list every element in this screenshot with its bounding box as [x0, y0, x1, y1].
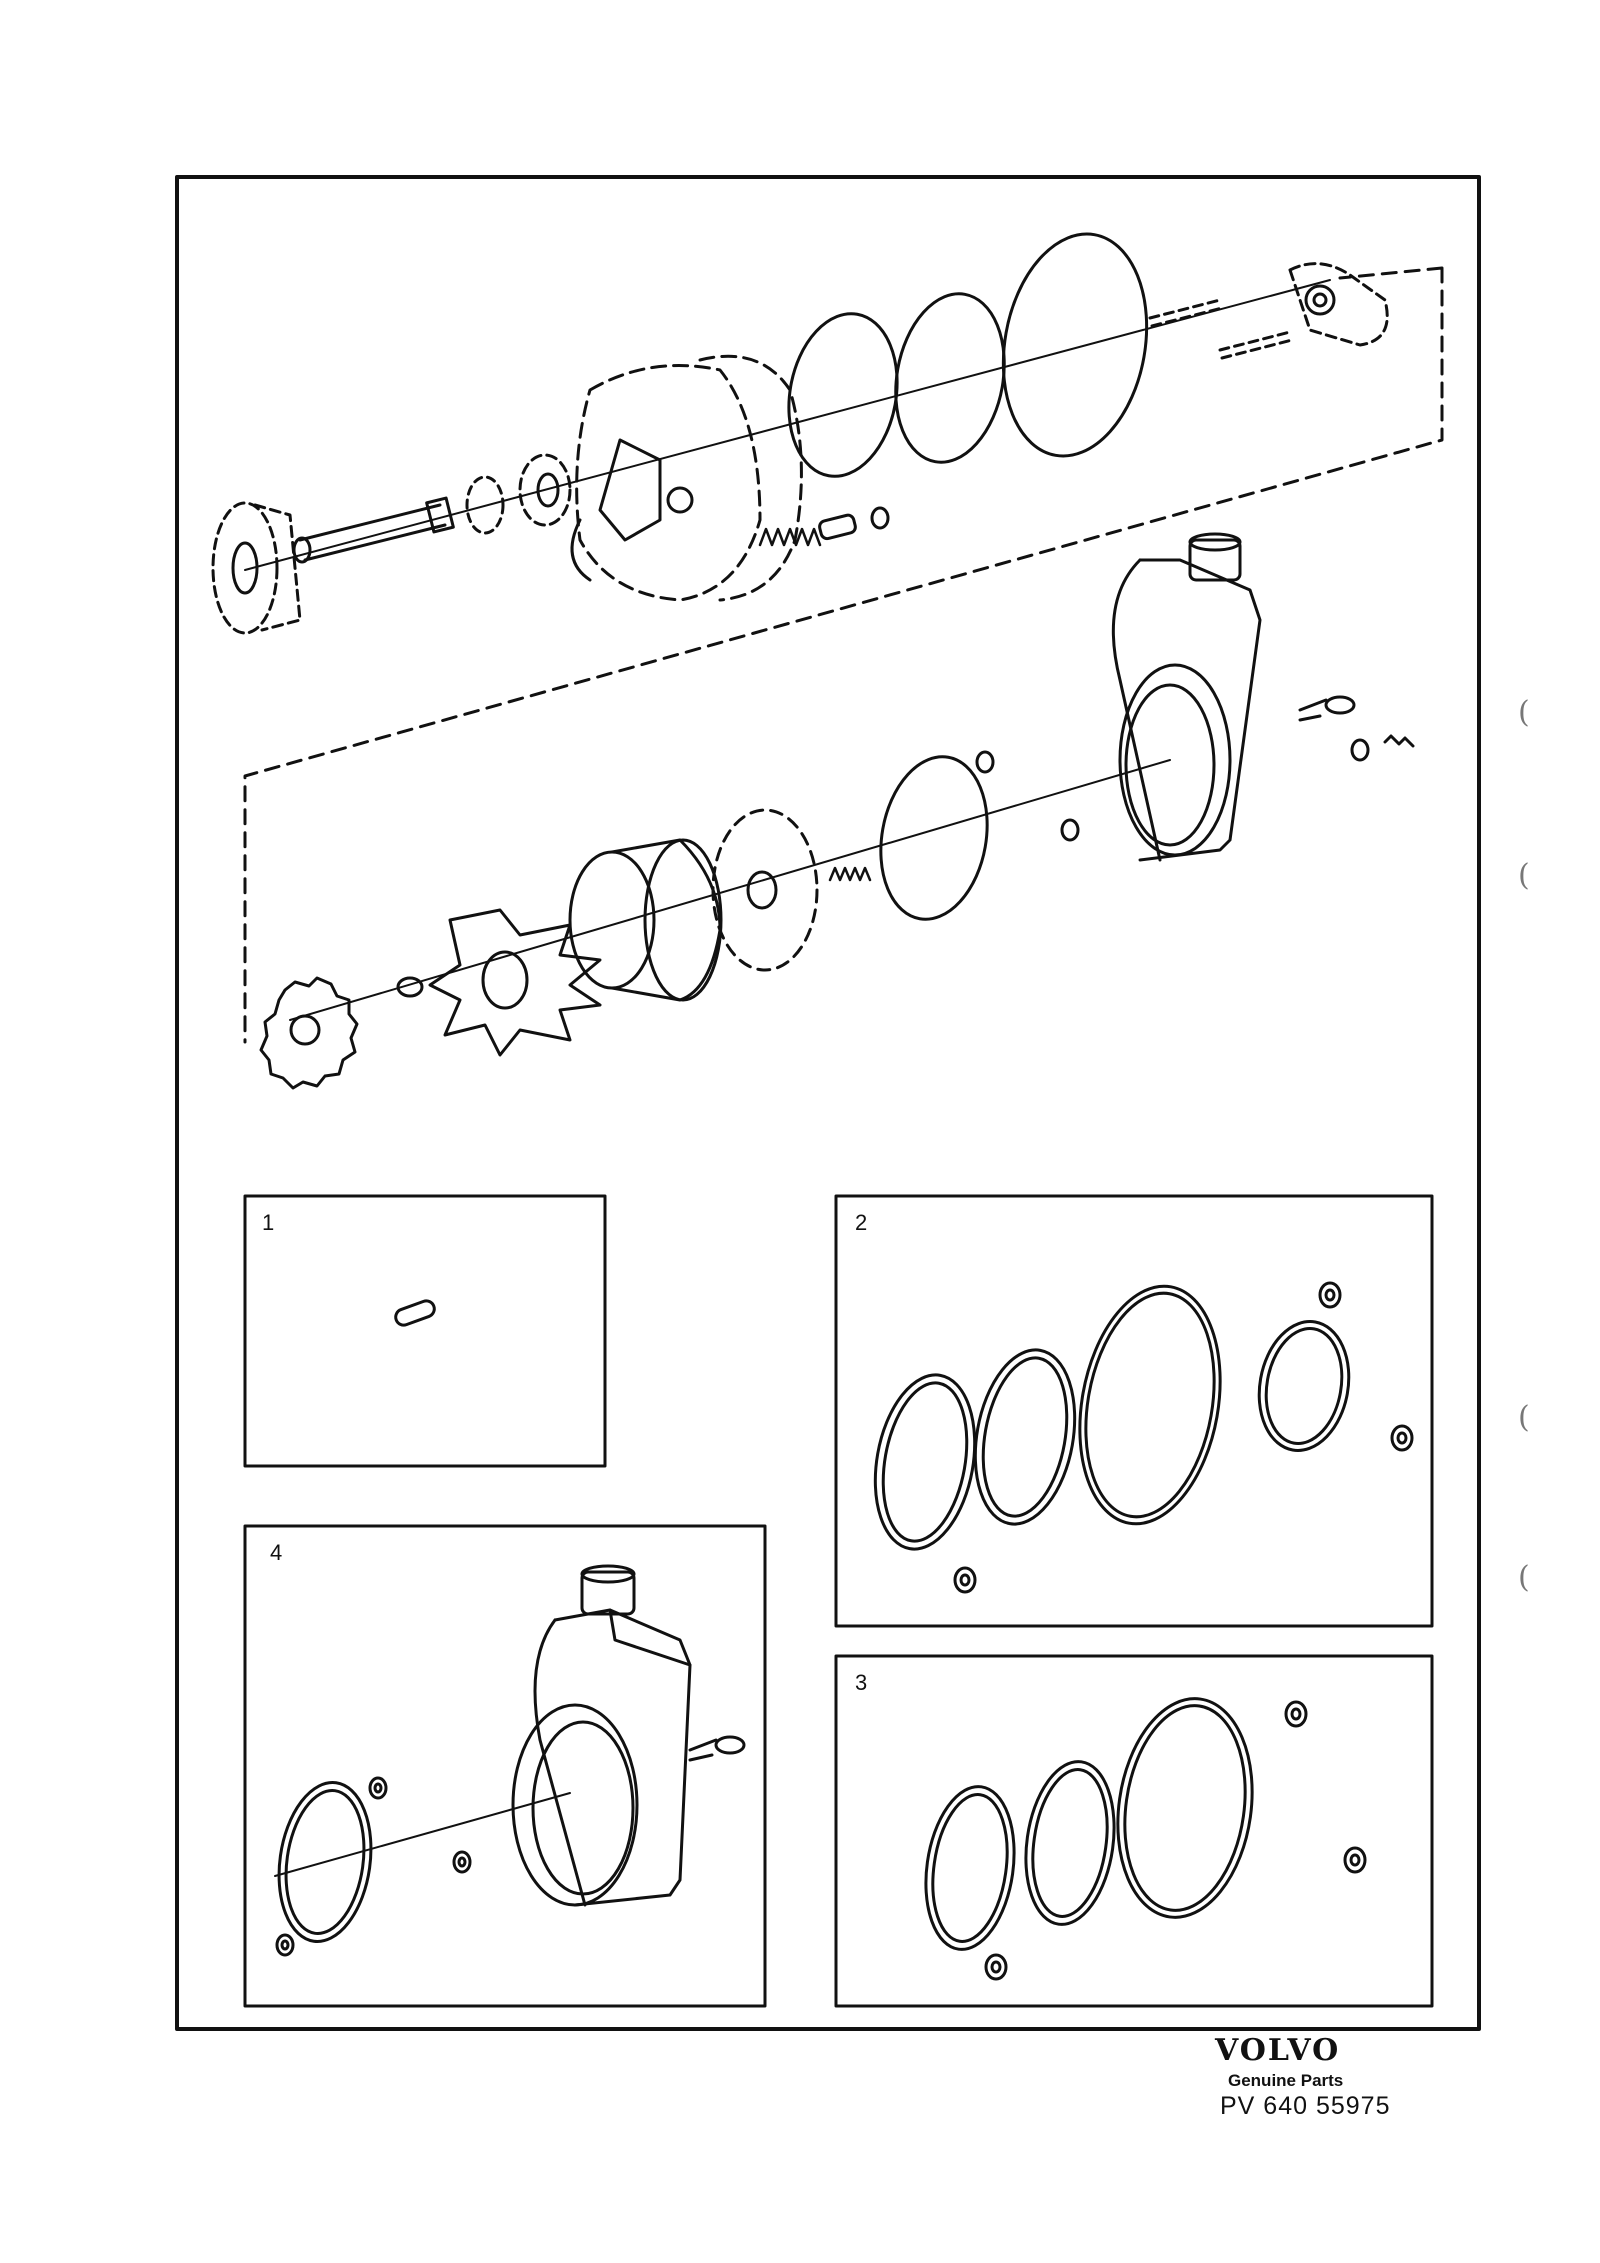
dashed-outline — [243, 266, 1444, 1044]
lower-assembly — [259, 532, 1415, 1090]
pump-housing-cover — [575, 354, 803, 602]
part-number: PV 640 55975 — [1220, 2092, 1391, 2120]
panel-4-reservoir — [274, 1564, 746, 1957]
genuine-parts-label: Genuine Parts — [1228, 2071, 1344, 2090]
panel-4-label: 4 — [270, 1540, 283, 1565]
shaft-seal — [465, 475, 505, 535]
pin-part — [394, 1299, 436, 1327]
vane-rotor — [428, 908, 602, 1057]
panel-3-washers — [984, 1700, 1367, 1981]
bushing — [518, 453, 572, 527]
relief-valve-spring — [758, 506, 890, 547]
washer-b — [1060, 818, 1080, 842]
panel-4-frame — [243, 1524, 767, 2008]
o-ring-medium — [894, 292, 1006, 464]
pump-housing-detail — [570, 438, 694, 582]
drive-flange — [211, 501, 302, 635]
pressure-plate — [711, 808, 819, 972]
panel-3-frame — [834, 1654, 1434, 2008]
reservoir-housing — [1111, 532, 1356, 862]
panel-3-label: 3 — [855, 1670, 868, 1695]
dowel-pins — [1148, 298, 1294, 360]
end-bracket — [1288, 262, 1389, 347]
panel-3-o-rings — [924, 1697, 1254, 1951]
panel-2-o-rings — [873, 1284, 1351, 1551]
binder-mark-1: ( — [1518, 695, 1530, 730]
fitting-small — [1350, 734, 1415, 762]
plate-spring — [828, 866, 872, 882]
drive-gear — [259, 976, 359, 1090]
pump-shaft — [292, 496, 455, 564]
panel-1-label: 1 — [262, 1210, 275, 1235]
binder-mark-3: ( — [1518, 1400, 1530, 1435]
panel-2-label: 2 — [855, 1210, 868, 1235]
cam-ring — [568, 838, 723, 1002]
binder-mark-2: ( — [1518, 858, 1530, 893]
panel-2-frame — [834, 1194, 1434, 1628]
panel-2-washers — [953, 1281, 1414, 1594]
o-ring-large — [1001, 232, 1149, 458]
o-ring-lower — [879, 755, 989, 921]
binder-mark-4: ( — [1518, 1560, 1530, 1595]
panel-1-frame — [243, 1194, 607, 1468]
upper-assembly — [211, 232, 1444, 1044]
o-ring-small — [787, 312, 899, 478]
washer-a — [975, 750, 995, 774]
volvo-logo: VOLVO — [1215, 2033, 1341, 2068]
main-frame — [175, 175, 1481, 2031]
snap-ring — [396, 976, 424, 998]
